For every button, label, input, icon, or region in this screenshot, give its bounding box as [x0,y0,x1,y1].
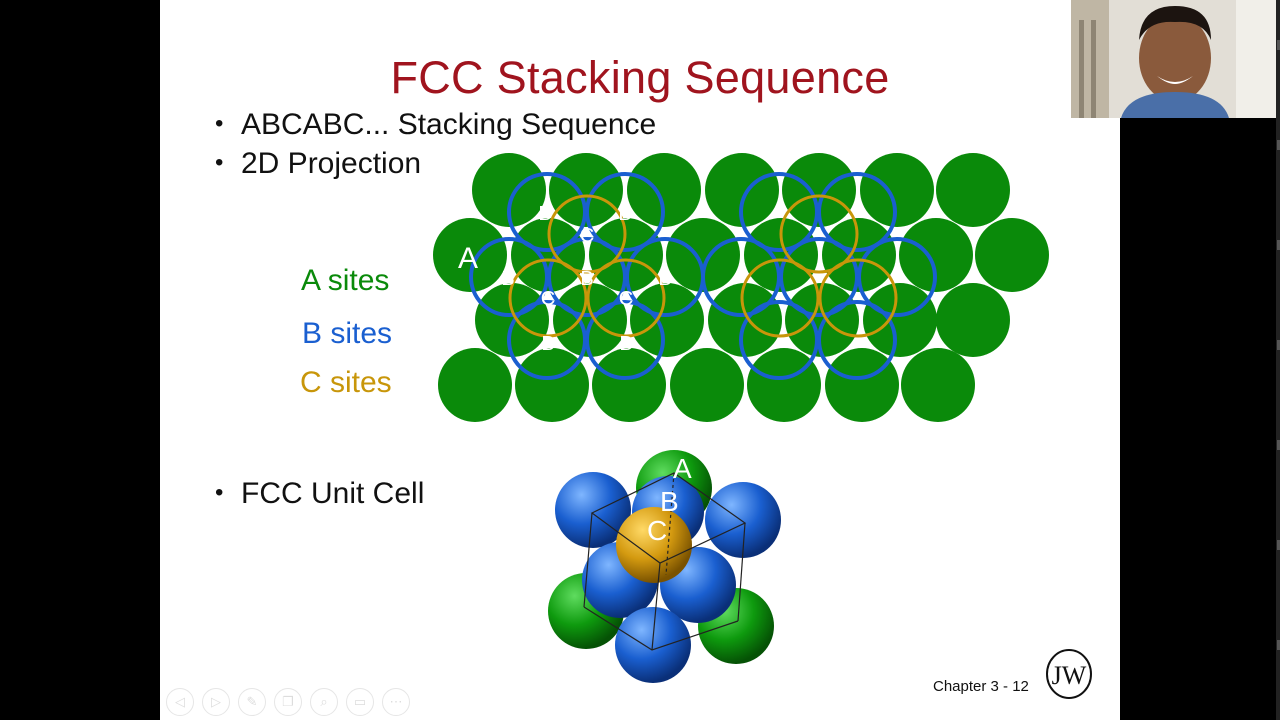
a-site-r0-5 [860,153,934,227]
projection-label-b-1: B [618,203,631,225]
b-site-ring-13 [817,300,897,380]
c-site-ring-1 [508,258,588,338]
scrollbar-edge[interactable] [1276,0,1280,720]
projection-label-a: A [458,242,478,275]
copy-icon[interactable]: ❐ [274,688,302,716]
a-site-r3-1 [515,348,589,422]
a-site-r0-1 [549,153,623,227]
a-site-r2-5 [863,283,937,357]
projection-label-b-0: B [538,203,551,225]
a-site-r1-2 [589,218,663,292]
presenter-video-icon [1071,0,1276,118]
c-site-ring-2 [586,258,666,338]
a-site-r1-1 [511,218,585,292]
a-site-r1-6 [899,218,973,292]
a-site-r2-0 [475,283,549,357]
a-site-r1-4 [744,218,818,292]
b-site-ring-6 [585,300,665,380]
projection-label-b-4: B [658,268,671,290]
a-site-r3-3 [670,348,744,422]
c-site-ring-5 [818,258,898,338]
b-site-ring-8 [817,172,897,252]
c-site-ring-4 [740,258,820,338]
b-site-rings [469,172,937,380]
unit-cell-cube [583,472,747,651]
a-site-r0-6 [936,153,1010,227]
slide: FCC Stacking Sequence •ABCABC... Stackin… [160,0,1120,720]
atom-blue-left [555,472,631,548]
bullet-fcc-unit-cell: •FCC Unit Cell [215,477,425,510]
legend-b-sites: B sites [302,317,393,350]
presenter-controls: ◁ ▷ ✎ ❐ ⌕ ▭ ⋯ [166,688,410,716]
a-site-r1-7 [975,218,1049,292]
projection-label-c-0: C [580,225,594,247]
projection-label-b-5: B [541,333,554,355]
a-site-r0-0 [472,153,546,227]
a-site-layer [433,153,1049,422]
next-icon[interactable]: ▷ [202,688,230,716]
logo-letters: JW [1052,661,1087,690]
bullet-stacking-sequence: •ABCABC... Stacking Sequence [215,108,657,141]
b-site-ring-1 [585,172,665,252]
a-site-r0-2 [627,153,701,227]
zoom-icon[interactable]: ⌕ [310,688,338,716]
projection-label-c-2: C [619,288,633,310]
a-site-r3-4 [747,348,821,422]
legend-a-sites: A sites [301,264,390,297]
wiley-logo: JW [1045,648,1093,705]
c-site-rings [508,194,898,338]
a-site-r2-6 [936,283,1010,357]
a-site-r2-4 [785,283,859,357]
a-site-r1-5 [822,218,896,292]
projection-label-c-1: C [541,288,555,310]
c-site-ring-0 [547,194,627,274]
unit-cell-label-a: A [673,453,692,484]
pen-icon[interactable]: ✎ [238,688,266,716]
presenter-webcam [1071,0,1276,118]
subtitles-icon[interactable]: ▭ [346,688,374,716]
a-site-r3-0 [438,348,512,422]
b-site-ring-11 [857,237,937,317]
more-icon[interactable]: ⋯ [382,688,410,716]
atom-blue-right [705,482,781,558]
a-site-r2-1 [553,283,627,357]
projection-label-b-2: B [501,268,514,290]
slide-title: FCC Stacking Sequence [390,52,890,103]
a-site-r3-2 [592,348,666,422]
c-site-ring-3 [779,194,859,274]
a-site-r0-3 [705,153,779,227]
legend-c-sites: C sites [300,366,392,399]
a-site-r0-4 [782,153,856,227]
unit-cell-label-b: B [660,486,679,517]
chapter-page-number: Chapter 3 - 12 [933,678,1029,695]
a-site-r2-2 [630,283,704,357]
previous-icon[interactable]: ◁ [166,688,194,716]
a-site-r3-5 [825,348,899,422]
a-site-r1-3 [666,218,740,292]
fcc-unit-cell: A B C [548,450,781,683]
projection-label-b-3: B [580,268,593,290]
projection-label-b-6: B [619,333,632,355]
bullet-2d-projection: •2D Projection [215,147,422,180]
a-site-r3-6 [901,348,975,422]
atom-c [616,507,692,583]
unit-cell-label-c: C [647,515,667,546]
a-site-r1-0 [433,218,507,292]
